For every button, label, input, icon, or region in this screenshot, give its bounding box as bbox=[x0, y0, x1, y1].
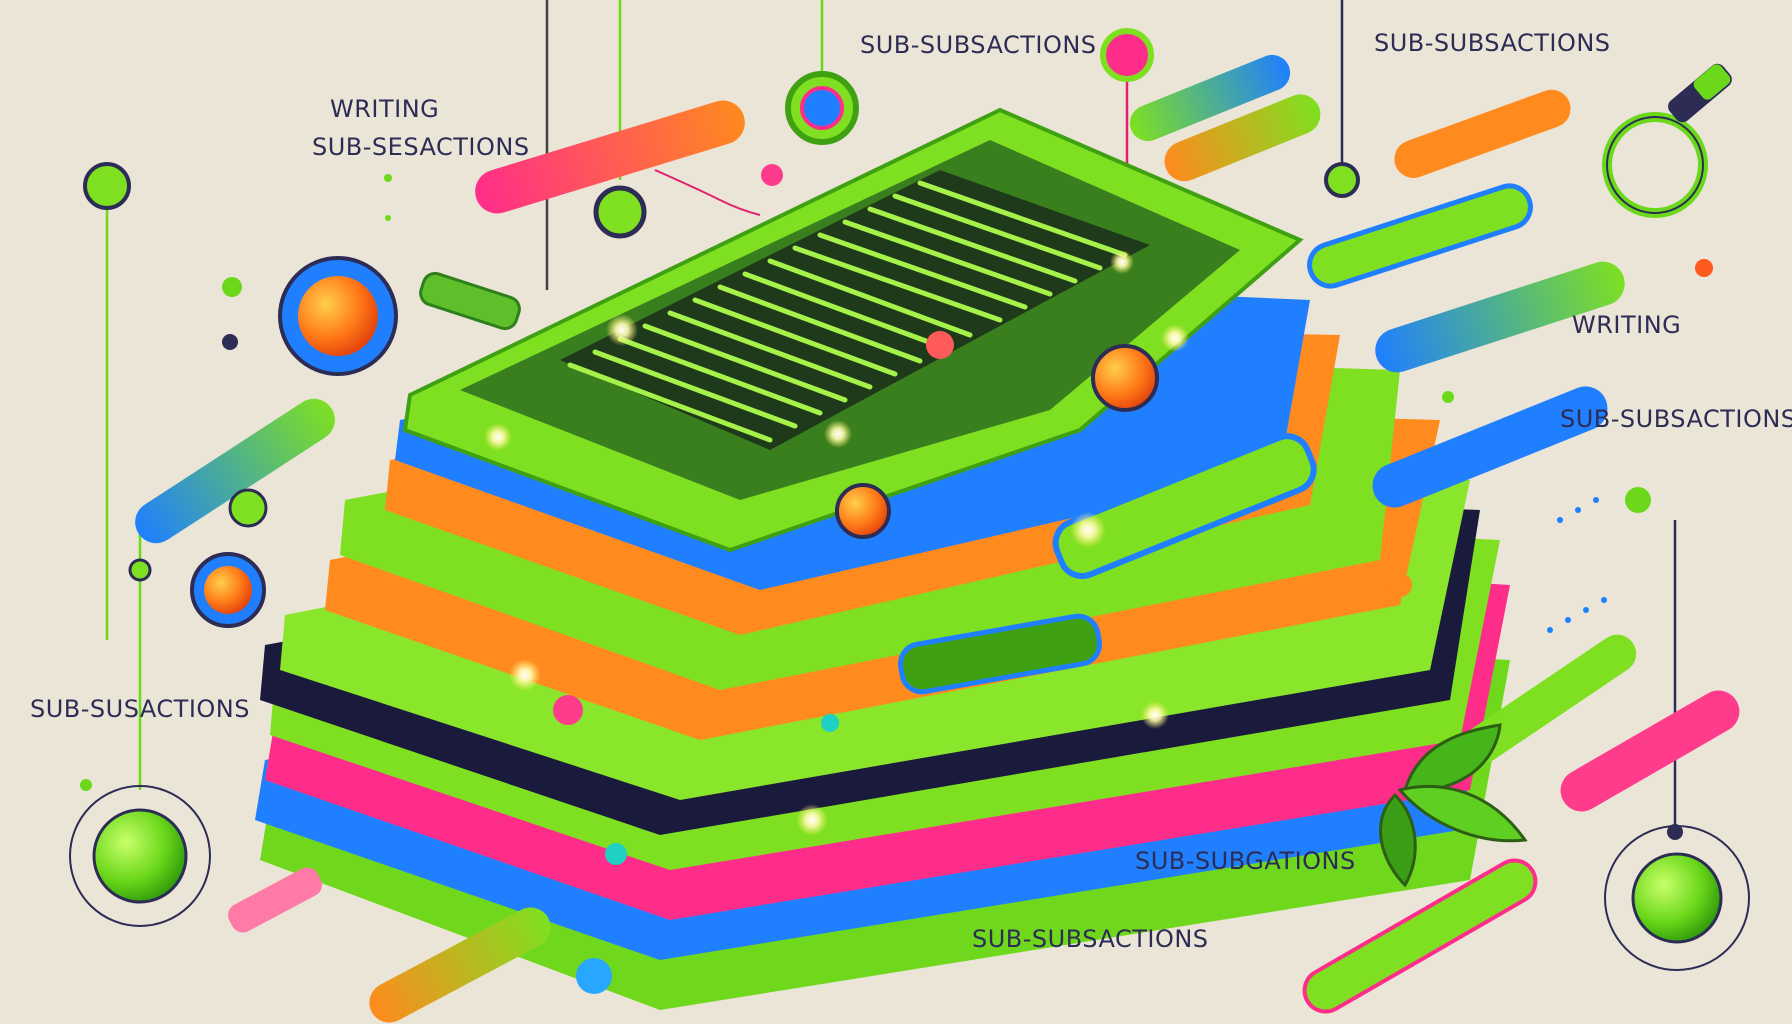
pill bbox=[419, 271, 521, 331]
pin-icon bbox=[228, 488, 268, 528]
floating-pills bbox=[135, 54, 1740, 1023]
pill bbox=[1302, 858, 1538, 1014]
pill bbox=[1129, 54, 1291, 142]
pin-icon bbox=[593, 185, 647, 239]
label-sub-subgations: SUB-SUBGATIONS bbox=[1135, 847, 1356, 875]
label-sub-sesactions: SUB-SESACTIONS bbox=[312, 133, 530, 161]
pill bbox=[475, 100, 745, 214]
label-sub-subsactions-bottom: SUB-SUBSACTIONS bbox=[972, 925, 1209, 953]
pin-icon bbox=[83, 162, 131, 210]
striped-window bbox=[560, 170, 1150, 450]
label-writing-right: WRITING bbox=[1572, 311, 1682, 339]
pill bbox=[1560, 690, 1740, 812]
pill bbox=[135, 398, 335, 544]
label-writing-left: WRITING bbox=[330, 95, 440, 123]
label-sub-subsactions-right: SUB-SUBSACTIONS bbox=[1560, 405, 1792, 433]
window-stripes bbox=[567, 180, 1128, 443]
pill bbox=[1164, 94, 1321, 182]
label-sub-subsactions-top-right: SUB-SUBSACTIONS bbox=[1374, 29, 1611, 57]
pill bbox=[1375, 261, 1625, 373]
pin-icon bbox=[1091, 344, 1159, 412]
pin-icon bbox=[69, 785, 211, 927]
stack-side-tab bbox=[1052, 433, 1317, 580]
pin-icon bbox=[1324, 162, 1360, 198]
pin-icons bbox=[69, 28, 1750, 971]
pill bbox=[1394, 89, 1571, 178]
pin-icon bbox=[1100, 28, 1154, 82]
pill bbox=[1372, 386, 1608, 508]
pill bbox=[1463, 634, 1637, 764]
label-sub-susactions-left: SUB-SUSACTIONS bbox=[30, 695, 250, 723]
leaf-icon bbox=[1379, 723, 1528, 888]
glow-dots bbox=[80, 164, 1713, 994]
pin-icon bbox=[128, 558, 152, 582]
stack-side-tab bbox=[898, 613, 1102, 695]
pill bbox=[369, 907, 551, 1023]
pin-icon bbox=[835, 483, 891, 539]
magnifier-icon bbox=[1602, 63, 1732, 218]
pill bbox=[228, 867, 322, 933]
label-sub-subsactions-top: SUB-SUBSACTIONS bbox=[860, 31, 1097, 59]
pill bbox=[1307, 183, 1533, 289]
